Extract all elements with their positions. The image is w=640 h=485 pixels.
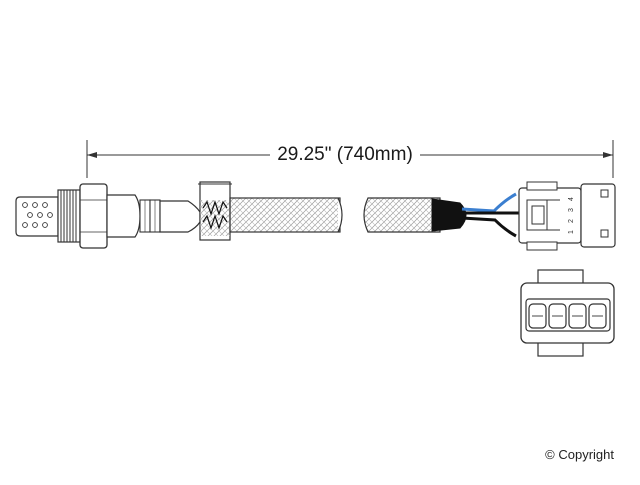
copyright-text: © Copyright xyxy=(545,447,614,462)
sensor-body xyxy=(106,194,201,238)
braided-harness-left xyxy=(229,197,343,233)
hex-nut xyxy=(79,183,108,249)
wires xyxy=(461,192,520,238)
pin-number-3: 3 xyxy=(568,208,575,212)
pin-number-1: 1 xyxy=(568,230,575,234)
cable-clip xyxy=(198,181,232,241)
braided-harness-right xyxy=(363,197,441,233)
sensor-probe-tip xyxy=(15,196,59,237)
pin-number-4: 4 xyxy=(568,197,575,201)
connector-front-view xyxy=(520,269,615,357)
threaded-section xyxy=(57,189,81,243)
connector-side-view: 4 3 2 1 xyxy=(518,181,616,251)
pin-number-2: 2 xyxy=(568,219,575,223)
dimension-label: 29.25" (740mm) xyxy=(270,143,420,167)
rubber-boot xyxy=(431,198,467,232)
